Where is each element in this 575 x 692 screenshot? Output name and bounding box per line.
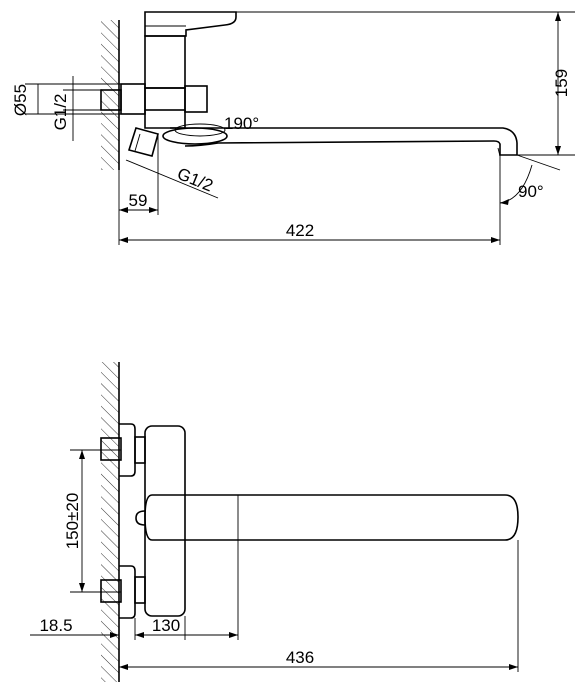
upper-wall-plate xyxy=(100,437,122,461)
hose-outlet-inner xyxy=(134,133,141,152)
top-view: 159 Ø55 G1/2 190° G1/2 59 422 90° xyxy=(11,11,575,245)
spout-front xyxy=(144,494,519,541)
handle-lever-top xyxy=(144,11,237,37)
valve-body-front xyxy=(144,425,186,617)
dim-59-label: 59 xyxy=(129,191,148,210)
dim-angle-label: 90° xyxy=(518,182,544,201)
connector-nut-top xyxy=(120,83,146,115)
dim-inlet-thread-label: G1/2 xyxy=(51,94,70,131)
side-nut-top xyxy=(184,85,208,113)
lower-wall-plate xyxy=(100,579,122,603)
swivel-arc-hint xyxy=(174,123,226,137)
dim-arrow-18-5 xyxy=(110,632,119,638)
dim-159-label: 159 xyxy=(552,69,571,97)
dim-swivel-label: 190° xyxy=(224,114,259,133)
leader-outlet-thread xyxy=(125,159,219,199)
dim-diameter-label: Ø55 xyxy=(11,84,30,116)
hose-outlet-top xyxy=(127,127,159,157)
angle-arrow-90 xyxy=(500,199,509,205)
dim-outlet-thread-label: G1/2 xyxy=(175,164,216,195)
body-collar-top xyxy=(144,87,186,111)
dim-150-label: 150±20 xyxy=(63,493,82,550)
diverter-knob xyxy=(135,510,146,526)
dim-130-label: 130 xyxy=(152,616,180,635)
front-view: 150±20 18.5 130 436 xyxy=(30,362,519,682)
lower-body-top xyxy=(144,110,186,129)
dim-422-label: 422 xyxy=(286,221,314,240)
lower-nut xyxy=(134,576,146,604)
wall-hatch-top xyxy=(101,20,119,170)
dim-18-5-label: 18.5 xyxy=(39,616,72,635)
upper-nut xyxy=(134,436,146,464)
dim-436-label: 436 xyxy=(286,648,314,667)
spout-top xyxy=(170,127,518,156)
dim-arrows-59 xyxy=(119,207,158,213)
angle-line-90 xyxy=(516,154,561,171)
valve-body-top xyxy=(144,35,186,89)
spout-tip-line xyxy=(497,147,501,157)
